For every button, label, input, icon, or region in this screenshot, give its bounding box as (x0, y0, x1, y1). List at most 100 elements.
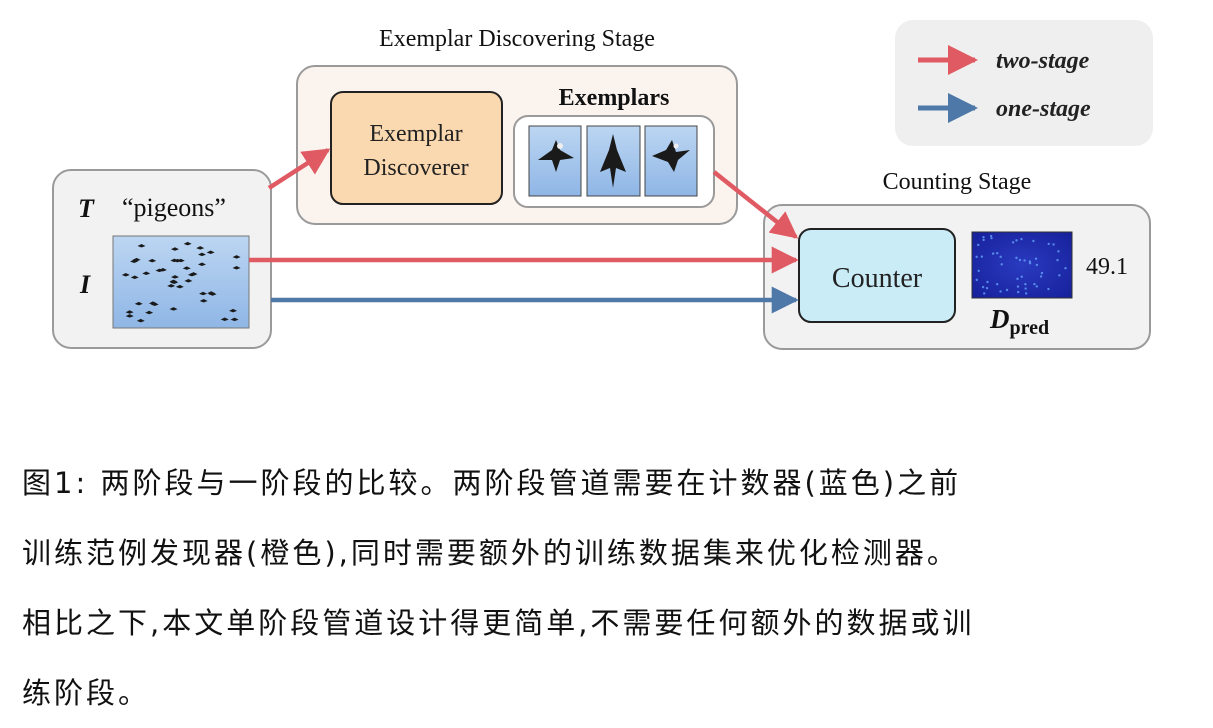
two-stage-arrow-to-discoverer (267, 148, 331, 190)
exemplar-image-3 (644, 125, 698, 197)
dpred-main: D (989, 304, 1010, 334)
exemplar-stage-title: Exemplar Discovering Stage (379, 26, 655, 52)
density-dot (977, 269, 980, 273)
pigeon-silhouette (232, 265, 241, 270)
density-dot (1024, 287, 1027, 290)
density-dot (1024, 292, 1028, 295)
density-dot (1034, 257, 1038, 260)
image-input-label: I (79, 270, 91, 299)
pigeon-silhouette (230, 317, 239, 322)
exemplar-image-1 (528, 125, 582, 197)
dpred-subscript: pred (1010, 317, 1050, 339)
pigeon-silhouette (136, 318, 145, 323)
density-dot (999, 255, 1002, 259)
pigeon-silhouette (169, 307, 178, 311)
density-dot (1057, 250, 1060, 253)
two-stage-arrow-exemplars-to-counter (712, 170, 799, 239)
pigeon-silhouette (232, 255, 241, 259)
discoverer-label-line2: Discoverer (363, 155, 468, 181)
figure-caption: 图1: 两阶段与一阶段的比较。两阶段管道需要在计数器(蓝色)之前 训练范例发现器… (22, 448, 1197, 728)
density-dot (981, 285, 985, 289)
pigeon-silhouette (199, 291, 208, 296)
density-dot (986, 280, 989, 284)
density-map (971, 231, 1073, 299)
pigeon-silhouette (134, 301, 143, 306)
density-dot (1056, 258, 1059, 262)
density-dot (1047, 242, 1050, 246)
caption-line-4: 练阶段。 (22, 676, 151, 710)
pigeon-silhouette (167, 284, 176, 288)
pigeon-silhouette (121, 272, 130, 277)
exemplar-discoverer-box: Exemplar Discoverer (330, 91, 503, 205)
density-dot (1028, 262, 1032, 265)
counting-stage: Counting Stage Counter 49.1 Dpred (763, 169, 1151, 350)
density-dot (1005, 288, 1009, 292)
pigeon-silhouette (189, 272, 198, 276)
exemplar-discovering-stage: Exemplar Discovering Stage Exemplar Disc… (296, 26, 738, 225)
legend-one-stage-label: one-stage (996, 96, 1091, 122)
exemplar-image-2 (586, 125, 641, 197)
density-dot (1020, 275, 1023, 278)
density-dot (982, 238, 985, 242)
exemplars-group (513, 115, 715, 208)
density-dot (1016, 290, 1020, 294)
pigeon-silhouette (148, 301, 157, 305)
counter-label: Counter (832, 263, 923, 294)
input-box: T “pigeons” I (52, 169, 272, 349)
caption-line-1: 图1: 两阶段与一阶段的比较。两阶段管道需要在计数器(蓝色)之前 (22, 466, 962, 500)
caption-line-3: 相比之下,本文单阶段管道设计得更简单,不需要任何额外的数据或训 (22, 606, 975, 640)
density-dot (975, 255, 978, 259)
pigeon-silhouette (130, 275, 139, 280)
pigeon-silhouette (184, 278, 193, 283)
density-dot (985, 286, 989, 290)
pigeon-silhouette (175, 284, 184, 289)
density-dot (1015, 256, 1018, 260)
legend: two-stage one-stage (895, 20, 1153, 146)
density-dot (1018, 258, 1022, 262)
density-dot (1040, 271, 1044, 275)
pigeon-silhouette (130, 259, 139, 264)
legend-two-stage-label: two-stage (996, 48, 1090, 74)
density-dot (990, 236, 993, 240)
pigeon-silhouette (148, 258, 157, 263)
density-dot (995, 251, 999, 255)
density-dot (1035, 285, 1038, 288)
density-dot (983, 292, 986, 295)
counter-box: Counter (798, 228, 956, 323)
density-dot (1015, 239, 1018, 242)
pigeon-silhouette (207, 291, 216, 295)
pigeon-silhouette (197, 252, 206, 257)
discoverer-label-line1: Exemplar (369, 121, 462, 147)
density-dot (1011, 241, 1015, 244)
pigeon-silhouette (206, 250, 215, 255)
pigeon-silhouette (229, 308, 238, 313)
pigeon-silhouette (170, 275, 179, 279)
pigeon-silhouette (173, 258, 182, 263)
pigeon-silhouette (145, 310, 154, 315)
pigeons-input-image (112, 235, 250, 329)
density-dot (1039, 275, 1043, 278)
density-dot (980, 255, 984, 258)
density-dot (1047, 287, 1050, 291)
count-value: 49.1 (1086, 254, 1128, 280)
density-dot (1000, 263, 1003, 266)
pigeon-silhouette (199, 298, 208, 303)
density-dot (1024, 282, 1027, 286)
pigeon-silhouette (183, 241, 192, 246)
pigeon-silhouette (142, 271, 151, 275)
pigeon-silhouette (155, 268, 164, 273)
text-prompt: “pigeons” (122, 193, 226, 222)
caption-line-2: 训练范例发现器(橙色),同时需要额外的训练数据集来优化检测器。 (22, 536, 959, 570)
density-dot (1016, 277, 1019, 281)
text-input-label: T (78, 194, 95, 223)
density-dot (989, 234, 993, 238)
pigeon-silhouette (196, 246, 205, 250)
pigeon-silhouette (137, 244, 146, 248)
density-dot (1052, 243, 1055, 246)
pigeon-silhouette (197, 262, 206, 266)
density-dot (1058, 274, 1061, 277)
density-dot (975, 278, 978, 282)
density-dot (995, 282, 999, 286)
density-dot (1020, 237, 1023, 241)
density-dot (1064, 266, 1067, 270)
